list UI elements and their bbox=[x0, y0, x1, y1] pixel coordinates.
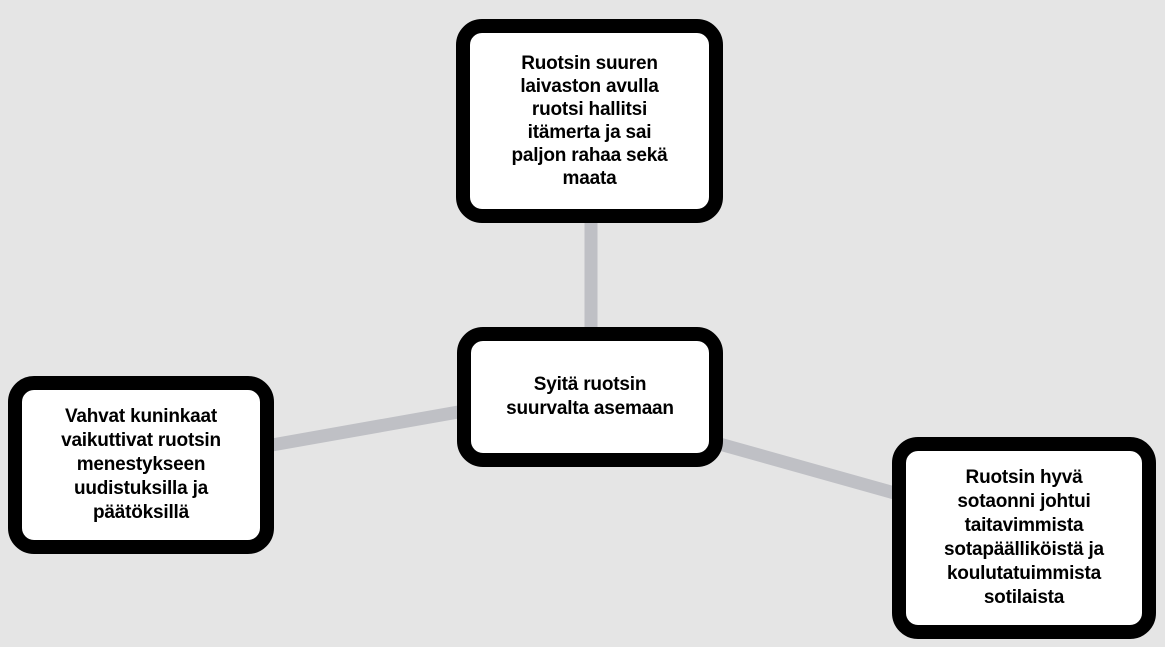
mindmap-node-left-label: Vahvat kuninkaat vaikuttivat ruotsin men… bbox=[61, 406, 221, 523]
mindmap-node-center-root[interactable]: Syitä ruotsin suurvalta asemaan bbox=[457, 327, 723, 467]
mindmap-node-top-label: Ruotsin suuren laivaston avulla ruotsi h… bbox=[511, 53, 668, 189]
connector-center-to-left bbox=[270, 404, 466, 452]
mindmap-node-left[interactable]: Vahvat kuninkaat vaikuttivat ruotsin men… bbox=[8, 376, 274, 554]
connector-center-to-bottom-right bbox=[714, 436, 900, 501]
mindmap-node-top[interactable]: Ruotsin suuren laivaston avulla ruotsi h… bbox=[456, 19, 723, 223]
mindmap-node-center-label: Syitä ruotsin suurvalta asemaan bbox=[506, 374, 674, 419]
mindmap-node-bottom-right-label: Ruotsin hyvä sotaonni johtui taitavimmis… bbox=[944, 467, 1104, 608]
mindmap-node-bottom-right[interactable]: Ruotsin hyvä sotaonni johtui taitavimmis… bbox=[892, 437, 1156, 639]
